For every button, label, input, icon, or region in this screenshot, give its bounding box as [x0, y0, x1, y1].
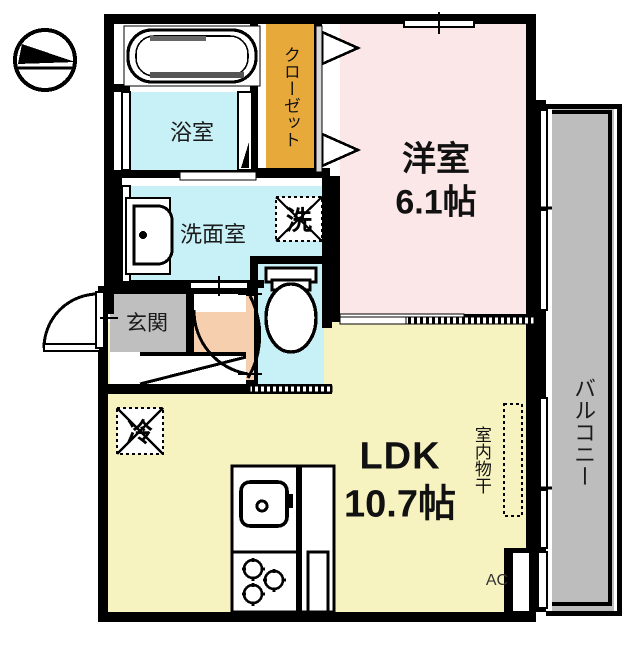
wall-balcony-outer-top	[546, 104, 622, 109]
wall-washroom-right	[322, 178, 330, 290]
wash-basin-icon	[125, 197, 174, 275]
door-hall-swing[interactable]	[246, 295, 262, 380]
wall-toilet-top	[250, 256, 332, 264]
wall-ldk-top-left	[108, 384, 332, 394]
door-bathroom[interactable]	[237, 91, 253, 171]
room-bedroom	[340, 20, 533, 320]
wall-bath-divider	[114, 84, 130, 92]
kitchen-counter-icon	[230, 464, 336, 614]
window-balcony-ldk[interactable]	[530, 397, 552, 549]
wall-closet-bottom	[258, 168, 330, 178]
wall-left-lower	[98, 310, 108, 622]
door-bathroom-threshold	[179, 171, 257, 181]
wall-balcony-inner-right	[608, 110, 612, 606]
partition-bath-left	[121, 91, 131, 171]
room-entrance	[110, 292, 188, 352]
closet-door-arrows[interactable]	[315, 25, 362, 173]
wall-right-bedroom	[526, 14, 536, 314]
compass-north-icon	[13, 28, 77, 92]
door-washroom[interactable]	[189, 276, 249, 296]
wall-toilet-right	[322, 256, 332, 328]
window-bedroom-top	[403, 12, 475, 34]
wall-washroom-bottom	[114, 280, 264, 288]
wall-bedroom-left	[330, 176, 340, 322]
door-bedroom-ldk-sliding[interactable]	[339, 313, 535, 325]
wall-hall-left	[186, 290, 194, 352]
wall-balcony-inner-top	[552, 110, 612, 114]
room-balcony	[552, 104, 614, 612]
wall-balcony-outer-right	[617, 104, 622, 616]
openings	[42, 12, 552, 614]
wall-balcony-inner-bottom	[552, 602, 612, 606]
fixtures	[123, 25, 524, 614]
wall-bath-right	[250, 24, 258, 176]
entry-step-rect	[140, 352, 250, 356]
wall-right-ldk	[526, 314, 536, 622]
wall-balcony-outer-bottom	[546, 611, 622, 616]
stove-burners-icon	[242, 558, 286, 606]
window-ldk-small[interactable]	[510, 550, 532, 614]
bathtub-icon	[123, 25, 261, 87]
door-ldk-top-hatch[interactable]	[249, 385, 333, 393]
entry-step-line	[139, 354, 251, 386]
room-hall-white-upper	[190, 290, 250, 312]
room-bathroom	[128, 92, 256, 170]
wall-entry-top	[114, 286, 254, 294]
indoor-laundry-rack-icon	[502, 402, 524, 518]
wall-bottom	[98, 612, 536, 622]
wall-top	[104, 14, 536, 24]
wall-washroom-left	[114, 178, 122, 288]
wall-balcony-sep	[536, 100, 546, 612]
toilet-icon	[264, 266, 318, 354]
appliance-symbols	[115, 195, 324, 456]
door-hall-swing-2[interactable]	[192, 309, 249, 376]
wall-ac-notch-left	[504, 548, 512, 614]
wall-entry-jamb	[104, 286, 114, 314]
window-balcony-low[interactable]	[537, 551, 548, 609]
room-closet	[266, 24, 314, 170]
window-balcony-bedroom[interactable]	[530, 109, 552, 311]
refrigerator-symbol-box	[115, 406, 165, 456]
washer-symbol-box	[274, 195, 324, 243]
wall-left-upper	[104, 14, 114, 310]
door-entrance[interactable]	[42, 291, 118, 353]
room-entry-step	[110, 352, 250, 388]
walls	[98, 14, 622, 622]
